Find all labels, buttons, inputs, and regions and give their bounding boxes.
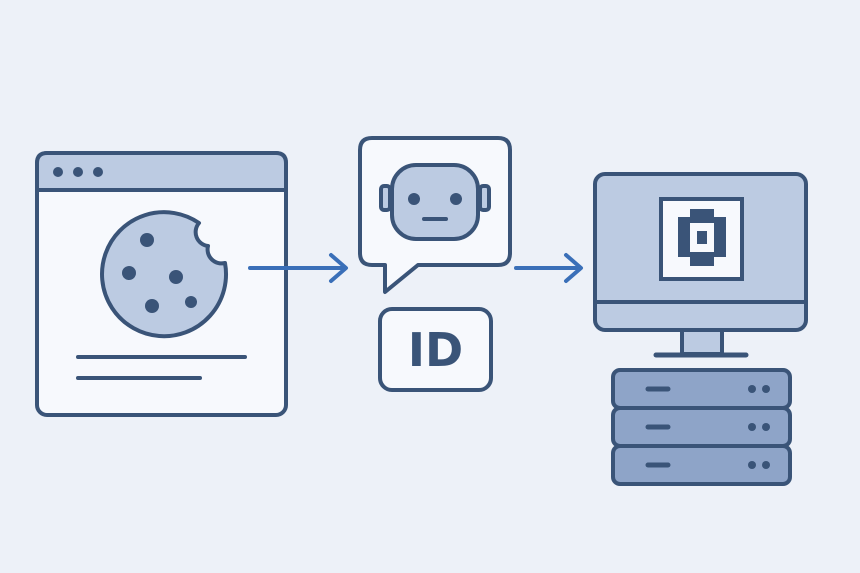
qr-code-icon [659, 197, 744, 281]
cookie-icon [100, 210, 228, 339]
window-dot-1 [53, 167, 63, 177]
qr-block [678, 217, 690, 257]
window-dot-3 [93, 167, 103, 177]
server-unit [611, 444, 792, 486]
qr-block [714, 217, 726, 257]
server-rack-icon [611, 368, 792, 486]
robot-eye-left [408, 193, 420, 205]
qr-block [697, 231, 707, 244]
robot-ear-right [478, 184, 491, 212]
cookie-chip [185, 296, 197, 308]
id-badge-frame [378, 307, 493, 392]
cookie-chip [122, 266, 136, 280]
robot-eye-right [450, 193, 462, 205]
qr-block [690, 252, 714, 266]
cookie-chip [145, 299, 159, 313]
monitor-icon [593, 172, 808, 358]
window-dot-2 [73, 167, 83, 177]
arrow-right-icon [514, 253, 583, 283]
robot-ear-left [379, 184, 392, 212]
cookie-chip [169, 270, 183, 284]
server-unit [611, 406, 792, 448]
id-badge-icon: ID [378, 307, 493, 392]
id-badge-label: ID [408, 323, 463, 377]
server-unit [611, 368, 792, 410]
arrow-right-icon [248, 253, 348, 283]
browser-titlebar [35, 151, 288, 192]
monitor-neck [680, 328, 724, 356]
qr-block [690, 209, 714, 223]
browser-window-icon [35, 151, 288, 417]
cookie-chip [140, 233, 154, 247]
robot-chat-icon [358, 136, 512, 294]
robot-head [390, 163, 480, 241]
